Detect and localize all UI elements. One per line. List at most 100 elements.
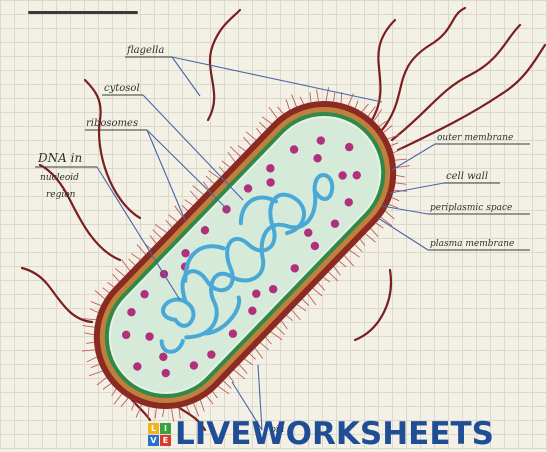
pilus bbox=[326, 87, 329, 101]
pilus bbox=[376, 223, 383, 228]
pilus bbox=[317, 89, 319, 101]
pilus bbox=[91, 364, 99, 367]
pilus bbox=[103, 384, 111, 390]
pilus bbox=[271, 332, 282, 340]
pilus bbox=[190, 191, 198, 200]
pilus bbox=[229, 375, 234, 382]
pilus bbox=[90, 309, 98, 313]
pilus bbox=[256, 128, 261, 134]
pilus bbox=[150, 235, 156, 243]
pilus bbox=[219, 167, 224, 173]
pilus bbox=[329, 272, 338, 281]
pilus bbox=[396, 183, 407, 185]
pilus bbox=[121, 398, 128, 406]
pilus bbox=[365, 234, 375, 242]
pilus bbox=[310, 92, 311, 102]
pilus bbox=[166, 220, 172, 227]
pilus bbox=[396, 175, 405, 177]
pilus bbox=[246, 132, 256, 140]
pilus bbox=[276, 326, 285, 334]
pilus bbox=[245, 359, 253, 365]
logo-letter: L bbox=[148, 423, 159, 434]
flagellum bbox=[85, 80, 140, 218]
pilus bbox=[239, 365, 247, 374]
pilus bbox=[334, 267, 341, 276]
pilus bbox=[323, 277, 330, 282]
pilus bbox=[250, 354, 256, 360]
pilus bbox=[228, 152, 235, 162]
label-dna-region: region bbox=[46, 190, 76, 200]
pilus bbox=[162, 409, 163, 417]
pilus bbox=[362, 104, 369, 112]
pilus bbox=[300, 97, 303, 104]
pilus bbox=[234, 370, 245, 379]
pilus bbox=[200, 400, 204, 411]
logo-letter: V bbox=[148, 435, 159, 446]
pilus bbox=[103, 288, 109, 293]
pilus bbox=[84, 333, 94, 335]
pilus bbox=[207, 396, 213, 404]
pointer-plasma-membrane bbox=[378, 218, 428, 250]
pilus bbox=[350, 250, 360, 257]
pilus bbox=[297, 305, 306, 311]
pilus bbox=[209, 171, 220, 178]
label-periplasmic-space: periplasmic space bbox=[430, 203, 512, 213]
pilus bbox=[194, 403, 199, 416]
flagellum bbox=[372, 20, 395, 120]
pilus bbox=[344, 256, 353, 266]
liveworksheets-logo-icon: L I V E bbox=[148, 423, 171, 446]
pilus bbox=[381, 217, 392, 226]
pilus bbox=[269, 107, 277, 118]
pilus bbox=[355, 101, 358, 108]
pilus bbox=[89, 371, 102, 376]
label-flagella: flagella bbox=[126, 45, 164, 56]
pilus bbox=[137, 245, 146, 255]
pilus bbox=[291, 95, 296, 107]
flagellum bbox=[22, 268, 92, 322]
pointer-cell-wall bbox=[390, 183, 444, 193]
pilus bbox=[213, 392, 218, 398]
pilus bbox=[360, 239, 365, 245]
pointer-flagella bbox=[172, 57, 200, 96]
pilus bbox=[115, 268, 124, 276]
pilus bbox=[313, 288, 322, 296]
pilus bbox=[222, 161, 230, 167]
pilus bbox=[286, 99, 290, 109]
pilus bbox=[132, 402, 135, 410]
pilus bbox=[238, 146, 245, 151]
pilus bbox=[95, 290, 105, 299]
logo-letter: I bbox=[160, 423, 171, 434]
pilus bbox=[107, 282, 114, 287]
pilus bbox=[114, 394, 122, 404]
pilus bbox=[155, 225, 166, 233]
pilus bbox=[281, 321, 287, 329]
pointer-ribosomes bbox=[147, 130, 185, 220]
label-plasma-membrane: plasma membrane bbox=[430, 239, 514, 249]
pilus bbox=[318, 283, 325, 290]
pilus bbox=[131, 253, 140, 259]
pilus bbox=[255, 348, 263, 358]
pilus bbox=[153, 230, 162, 238]
pilus bbox=[339, 261, 346, 267]
pilus bbox=[243, 137, 250, 145]
pilus bbox=[169, 215, 177, 222]
pilus bbox=[87, 357, 97, 362]
flagellum bbox=[208, 10, 240, 120]
pilus bbox=[355, 245, 362, 252]
pilus bbox=[260, 343, 268, 350]
pilus bbox=[334, 93, 335, 102]
flagella-pair bbox=[355, 270, 391, 340]
pilus bbox=[82, 350, 95, 351]
pilus bbox=[308, 294, 316, 305]
pilus bbox=[223, 381, 231, 389]
pilus bbox=[395, 159, 407, 160]
pilus bbox=[206, 176, 214, 184]
pilus bbox=[155, 408, 156, 418]
pilus bbox=[185, 200, 193, 206]
pilus bbox=[113, 274, 120, 281]
label-ribosomes: ribosomes bbox=[86, 118, 138, 129]
watermark-text: LIVEWORKSHEETS bbox=[175, 418, 494, 450]
label-cell-wall: cell wall bbox=[446, 171, 488, 182]
